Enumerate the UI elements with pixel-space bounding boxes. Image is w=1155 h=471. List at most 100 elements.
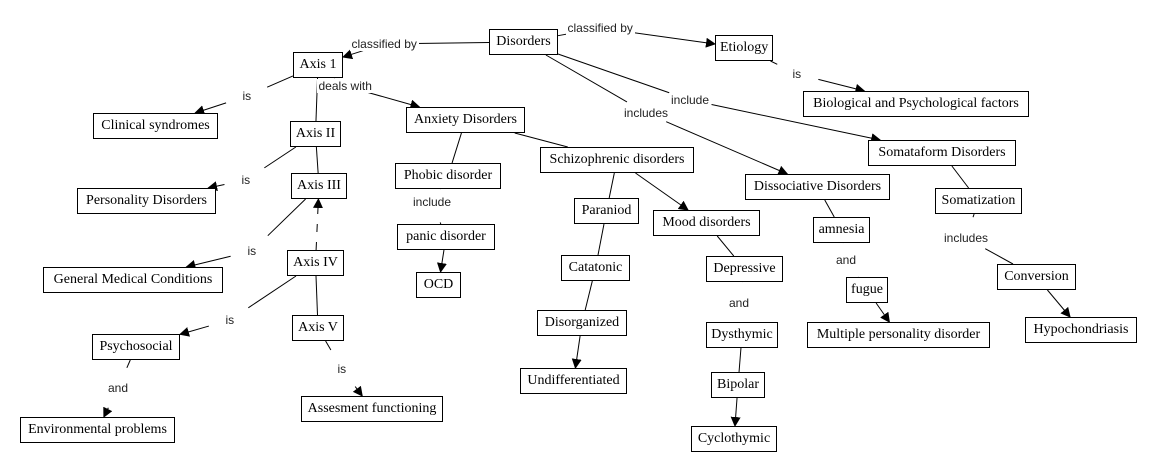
edge-line — [126, 359, 131, 369]
node-phobic-disorder[interactable]: Phobic disorder — [395, 163, 501, 189]
edge-axis2-personality — [207, 146, 297, 192]
edge-line — [716, 235, 735, 257]
edge-line — [439, 222, 442, 225]
node-schizophrenic-disorders[interactable]: Schizophrenic disorders — [540, 147, 694, 173]
node-psychosocial[interactable]: Psychosocial — [92, 334, 180, 360]
node-bipolar[interactable]: Bipolar — [711, 372, 765, 398]
edge-psychosocial-environmental — [103, 359, 131, 418]
edge-mood-depressive — [716, 235, 735, 257]
node-axis-1[interactable]: Axis 1 — [293, 52, 343, 78]
node-disorganized[interactable]: Disorganized — [537, 310, 627, 336]
edge-axis1-clinical — [194, 75, 294, 115]
edge-line — [770, 60, 778, 65]
node-dysthymic[interactable]: Dysthymic — [706, 322, 778, 348]
edge-label: is — [245, 244, 259, 258]
node-somataform-disorders[interactable]: Somataform Disorders — [868, 140, 1016, 166]
edge-conversion-hypo — [1047, 289, 1071, 318]
edge-label: is — [790, 67, 804, 81]
edge-arrow-line — [621, 30, 716, 48]
node-etiology[interactable]: Etiology — [715, 35, 773, 61]
node-axis-3[interactable]: Axis III — [291, 173, 347, 199]
edge-line — [325, 340, 332, 351]
edge-arrow-line — [571, 335, 582, 369]
node-panic-disorder[interactable]: panic disorder — [397, 224, 495, 250]
edge-schizo-mood — [635, 172, 689, 211]
edge-line — [985, 248, 1014, 265]
node-amnesia[interactable]: amnesia — [813, 217, 870, 243]
node-anxiety-disorders[interactable]: Anxiety Disorders — [406, 107, 525, 133]
edge-arrow-line — [342, 49, 364, 60]
edge-line — [514, 132, 568, 148]
edge-line — [264, 146, 297, 169]
node-cyclothymic[interactable]: Cyclothymic — [691, 426, 777, 452]
node-clinical-syndromes[interactable]: Clinical syndromes — [93, 113, 218, 139]
edge-label: includes — [942, 231, 991, 245]
edge-fugue-multiple — [875, 302, 890, 323]
edge-label: deals with — [316, 79, 374, 93]
node-somatization[interactable]: Somatization — [935, 188, 1022, 214]
edge-line — [266, 75, 294, 88]
edge-label: includes — [622, 106, 671, 120]
node-hypochondriasis[interactable]: Hypochondriasis — [1025, 317, 1137, 343]
edge-line — [545, 54, 628, 103]
node-assesment-functioning[interactable]: Assesment functioning — [301, 396, 443, 422]
node-environmental-problems[interactable]: Environmental problems — [20, 417, 175, 443]
node-dissociative-disorders[interactable]: Dissociative Disorders — [745, 174, 890, 200]
edge-line — [584, 280, 593, 311]
node-fugue[interactable]: fugue — [846, 277, 888, 303]
node-biological-psychological-factors[interactable]: Biological and Psychological factors — [803, 91, 1029, 117]
node-catatonic[interactable]: Catatonic — [561, 255, 630, 281]
node-conversion[interactable]: Conversion — [997, 264, 1076, 290]
edge-label: is — [335, 362, 349, 376]
node-axis-4[interactable]: Axis IV — [287, 250, 344, 276]
edge-arrow-line — [666, 121, 789, 176]
node-disorders[interactable]: Disorders — [489, 29, 558, 55]
edge-arrow-line — [313, 198, 323, 251]
node-multiple-personality-disorder[interactable]: Multiple personality disorder — [807, 322, 990, 348]
edge-dysthymic-bipolar — [738, 347, 742, 373]
edge-axis4-axis3 — [313, 198, 323, 251]
node-undifferentiated[interactable]: Undifferentiated — [520, 368, 627, 394]
edge-label: classified by — [349, 37, 419, 51]
node-personality-disorders[interactable]: Personality Disorders — [77, 188, 216, 214]
edge-arrow-line — [1047, 289, 1071, 318]
edge-schizo-paraniod — [608, 172, 615, 199]
edge-line — [267, 198, 306, 237]
edge-axis5-assesment — [325, 340, 363, 397]
edge-axis4-axis5 — [315, 275, 318, 316]
node-axis-5[interactable]: Axis V — [292, 315, 344, 341]
edge-axis4-psychosocial — [179, 275, 297, 337]
edge-line — [557, 53, 670, 94]
edge-arrow-line — [194, 102, 227, 115]
edge-paraniod-catatonic — [597, 223, 605, 256]
edge-panic-ocd — [436, 249, 447, 273]
edge-arrow-line — [207, 181, 225, 192]
edge-disorders-somataform — [557, 53, 882, 144]
node-paraniod[interactable]: Paraniod — [574, 198, 639, 224]
edge-line — [315, 146, 319, 174]
edge-dissociative-amnesia — [824, 199, 835, 218]
edge-arrow-line — [818, 78, 866, 94]
node-general-medical-conditions[interactable]: General Medical Conditions — [43, 267, 223, 293]
edge-arrow-line — [635, 172, 689, 211]
edge-arrow-line — [185, 255, 231, 270]
edge-arrow-line — [711, 104, 882, 144]
edge-label: is — [223, 313, 237, 327]
edge-line — [951, 165, 970, 189]
edge-line — [248, 275, 297, 309]
edge-etiology-bio — [770, 60, 866, 94]
edge-label: and — [106, 381, 131, 395]
edge-arrow-line — [436, 249, 447, 273]
edge-arrow-line — [179, 325, 209, 337]
edge-label: include — [669, 93, 712, 107]
edge-label: is — [239, 173, 253, 187]
node-ocd[interactable]: OCD — [416, 272, 461, 298]
edge-bipolar-cyclothymic — [730, 397, 741, 427]
edge-label: classified by — [565, 21, 635, 35]
edge-label: and — [727, 296, 752, 310]
node-axis-2[interactable]: Axis II — [290, 121, 341, 147]
node-mood-disorders[interactable]: Mood disorders — [653, 210, 760, 236]
edge-label: is — [240, 89, 254, 103]
node-depressive[interactable]: Depressive — [706, 256, 783, 282]
